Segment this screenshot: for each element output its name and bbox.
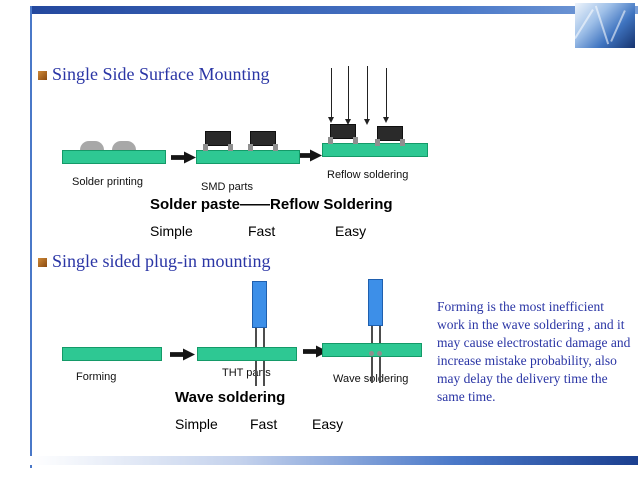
quality-word: Fast xyxy=(248,223,276,239)
quality-word: Fast xyxy=(250,416,278,432)
tht-component xyxy=(252,281,267,328)
step-label: Forming xyxy=(76,371,117,383)
solder-paste-blob xyxy=(112,141,136,150)
bottom-border-bar xyxy=(30,456,638,465)
pcb-board-smd-parts xyxy=(196,150,300,164)
step-label: THT parts xyxy=(222,367,271,379)
tht-component xyxy=(368,279,383,326)
right-arrow-icon xyxy=(297,149,322,162)
solder-joint xyxy=(369,351,374,356)
process-summary-smt: Solder paste——Reflow Soldering xyxy=(150,196,393,213)
step-label: SMD parts xyxy=(201,181,253,193)
smd-component xyxy=(248,131,278,151)
section1-title: Single Side Surface Mounting xyxy=(52,64,270,84)
pcb-board-forming xyxy=(62,347,162,361)
quality-word: Easy xyxy=(312,416,344,432)
right-arrow-icon xyxy=(303,345,328,358)
heat-down-arrow-icon xyxy=(383,68,389,123)
pcb-board-tht-parts xyxy=(197,347,297,361)
left-border-line xyxy=(30,6,32,468)
smd-component xyxy=(203,131,233,151)
quality-word: Simple xyxy=(175,416,218,432)
step-label: Reflow soldering xyxy=(327,169,409,181)
quality-word: Easy xyxy=(335,223,367,239)
section2-bullet-icon xyxy=(38,258,47,267)
ice-crystal-image xyxy=(574,3,635,48)
heat-down-arrow-icon xyxy=(345,66,351,125)
step-label: Wave soldering xyxy=(333,373,409,385)
step-label: Solder printing xyxy=(72,176,143,188)
solder-joint xyxy=(377,351,382,356)
side-note: Forming is the most inefficient work in … xyxy=(437,299,631,404)
top-border-bar xyxy=(30,6,638,14)
right-arrow-icon xyxy=(170,348,195,361)
smd-component xyxy=(375,126,405,146)
heat-down-arrow-icon xyxy=(328,68,334,123)
quality-word: Simple xyxy=(150,223,193,239)
smd-component xyxy=(328,124,358,144)
right-arrow-icon xyxy=(171,151,196,164)
solder-paste-blob xyxy=(80,141,104,150)
heat-down-arrow-icon xyxy=(364,66,370,125)
pcb-board-wave-soldering xyxy=(322,343,422,357)
section1-bullet-icon xyxy=(38,71,47,80)
pcb-board-solder-printing xyxy=(62,150,166,164)
section2-title: Single sided plug-in mounting xyxy=(52,251,271,271)
process-summary-wave: Wave soldering xyxy=(175,389,286,406)
